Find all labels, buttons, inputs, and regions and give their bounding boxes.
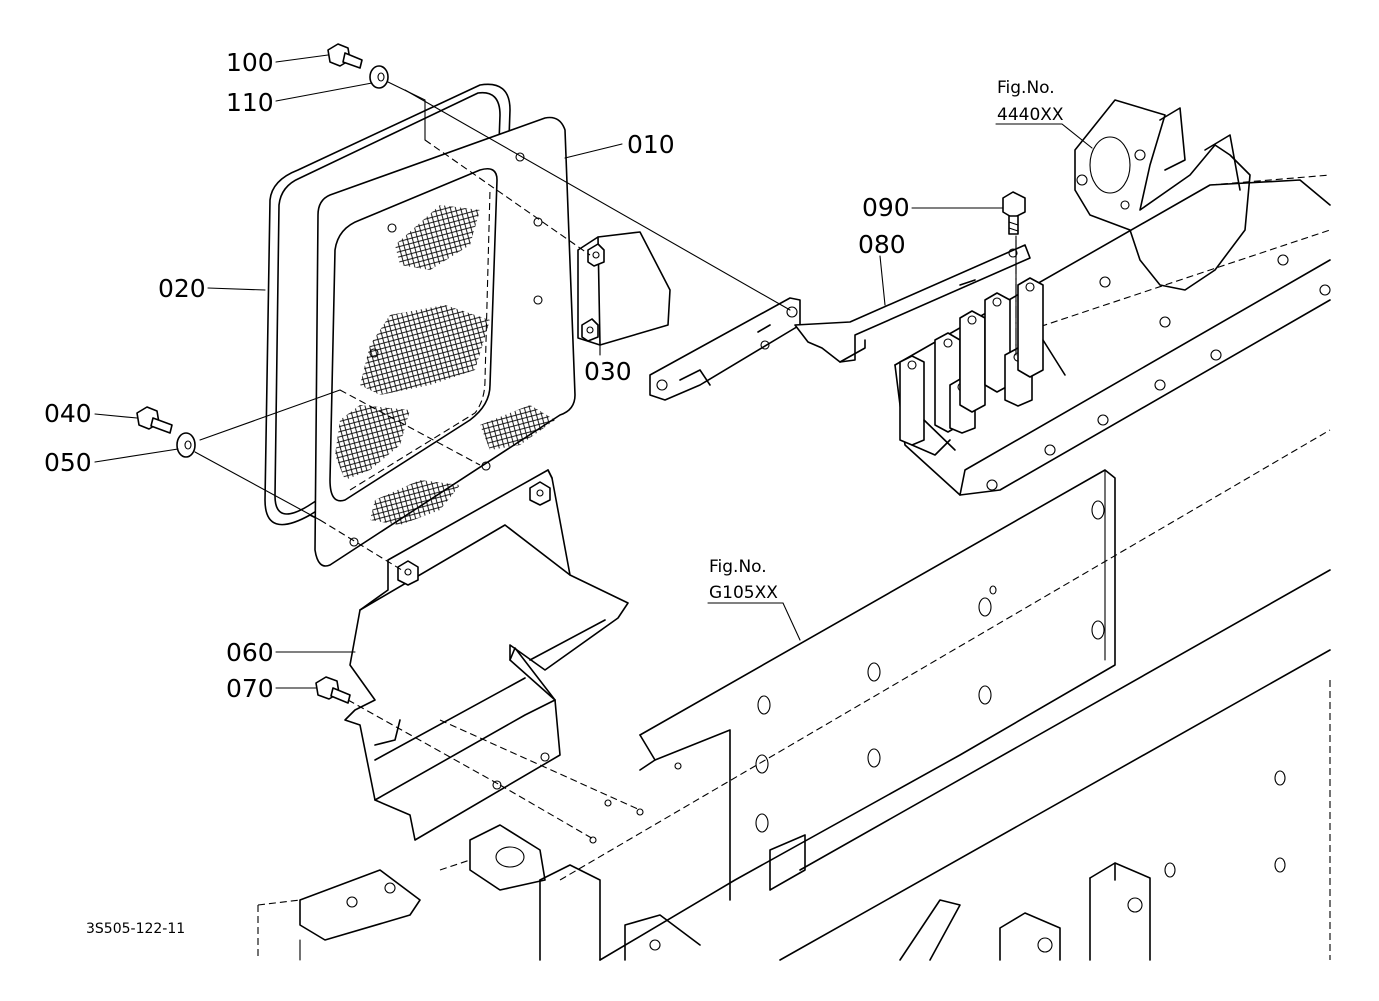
label-050: 050 <box>44 448 92 477</box>
label-110: 110 <box>226 88 274 117</box>
label-060: 060 <box>226 638 274 667</box>
part-100-bolt <box>327 43 363 69</box>
part-050-washer <box>176 432 196 458</box>
part-010-mesh-panel <box>314 116 576 567</box>
part-080-stay <box>649 244 1031 401</box>
label-100: 100 <box>226 48 274 77</box>
manifold-assembly <box>894 99 1331 496</box>
drawing-code: 3S505-122-11 <box>86 921 185 937</box>
fig-ref-manifold-line2: 4440XX <box>997 105 1064 125</box>
part-070-bolt <box>315 676 351 704</box>
part-labels: 100 110 010 020 030 040 050 060 070 080 … <box>44 48 1064 937</box>
label-030: 030 <box>584 357 632 386</box>
frame-assembly <box>257 429 1331 961</box>
mesh-patch <box>370 480 460 525</box>
mesh-patch <box>480 405 555 450</box>
frame-holes <box>755 500 1105 833</box>
fig-ref-manifold-line1: Fig.No. <box>997 78 1055 98</box>
part-060-cover <box>344 469 629 841</box>
label-070: 070 <box>226 674 274 703</box>
part-090-bolt <box>1002 191 1026 235</box>
mesh-patch <box>395 205 480 270</box>
part-030-bracket <box>577 231 671 346</box>
fig-ref-frame-line2: G105XX <box>709 583 778 603</box>
assembly-lines <box>194 81 1017 844</box>
label-020: 020 <box>158 274 206 303</box>
mesh-patch <box>360 305 490 395</box>
label-080: 080 <box>858 230 906 259</box>
label-040: 040 <box>44 399 92 428</box>
part-040-bolt <box>136 406 173 434</box>
label-010: 010 <box>627 130 675 159</box>
fig-ref-frame-line1: Fig.No. <box>709 557 767 577</box>
part-110-washer <box>369 65 389 89</box>
hardware <box>136 43 1026 704</box>
label-090: 090 <box>862 193 910 222</box>
mesh-patch <box>335 405 410 480</box>
leader-lines <box>94 54 1093 689</box>
